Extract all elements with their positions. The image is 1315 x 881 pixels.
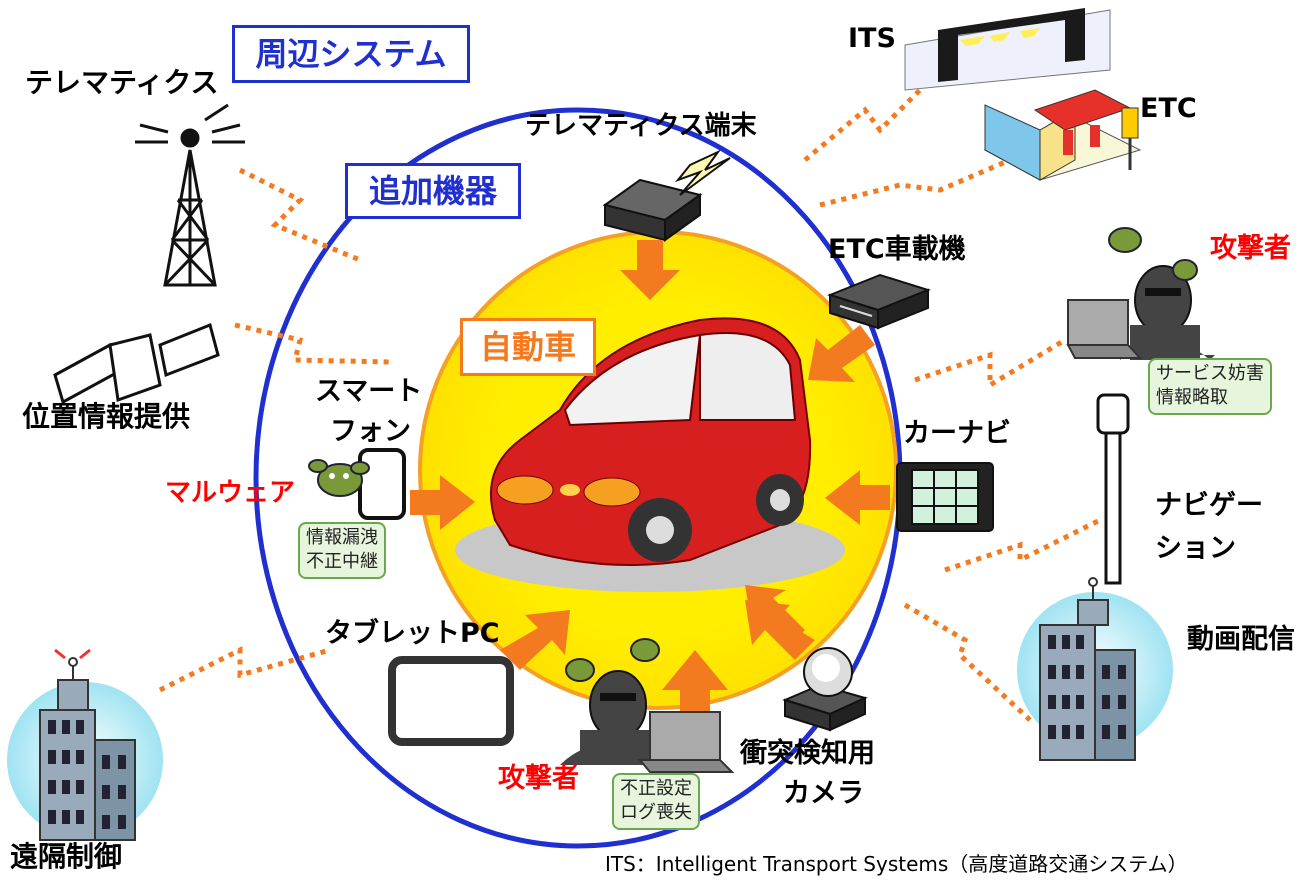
attacker-icon-bottom bbox=[560, 638, 735, 773]
label-smartphone-1: スマート bbox=[315, 376, 423, 407]
etc-device-icon bbox=[827, 273, 931, 330]
threat-note-line: サービス妨害 bbox=[1156, 363, 1264, 384]
label-navigation-1: ナビゲー bbox=[1155, 490, 1263, 521]
smartphone-icon bbox=[358, 448, 406, 520]
added-device-box: 追加機器 bbox=[345, 163, 521, 219]
camera-icon bbox=[782, 647, 868, 732]
label-collision-camera-1: 衝突検知用 bbox=[740, 738, 875, 769]
its-gate-icon bbox=[904, 8, 1111, 91]
threat-note-attacker-bottom: 不正設定 ログ喪失 bbox=[612, 773, 700, 830]
attacker-icon-right bbox=[1066, 227, 1215, 360]
label-attacker-bottom: 攻撃者 bbox=[498, 763, 579, 794]
arrows bbox=[410, 240, 890, 735]
building-icon-right bbox=[1017, 577, 1173, 761]
label-etc: ETC bbox=[1140, 93, 1197, 124]
label-car-navi: カーナビ bbox=[903, 418, 1011, 449]
threat-note-line: ログ喪失 bbox=[620, 802, 692, 824]
label-malware: マルウェア bbox=[165, 478, 296, 508]
threat-note-attacker-right: サービス妨害 情報略取 bbox=[1148, 358, 1272, 415]
gas-station-icon bbox=[983, 89, 1142, 181]
threat-note-line: 情報漏洩 bbox=[306, 527, 378, 548]
footnote: ITS：Intelligent Transport Systems（高度道路交通… bbox=[605, 852, 1188, 876]
navigation-pole-icon bbox=[1096, 393, 1130, 585]
label-remote-control: 遠隔制御 bbox=[10, 840, 123, 873]
car-navi-icon bbox=[896, 462, 994, 532]
arrow-from-smartphone bbox=[410, 475, 475, 530]
malware-icon bbox=[308, 459, 370, 497]
label-telematics: テレマティクス bbox=[25, 66, 219, 99]
label-tablet-pc: タブレットPC bbox=[325, 618, 500, 649]
threat-note-smartphone: 情報漏洩 不正中継 bbox=[298, 522, 386, 579]
label-etc-onboard: ETC車載機 bbox=[828, 234, 966, 265]
label-smartphone-2: フォン bbox=[330, 416, 411, 447]
antenna-tower-icon bbox=[135, 103, 245, 287]
label-its: ITS bbox=[848, 23, 896, 54]
threat-note-line: 不正中継 bbox=[306, 551, 378, 573]
tablet-icon bbox=[388, 656, 514, 746]
threat-note-line: 不正設定 bbox=[620, 778, 692, 799]
peripheral-system-box: 周辺システム bbox=[232, 25, 470, 83]
label-collision-camera-2: カメラ bbox=[783, 778, 864, 809]
satellite-icon bbox=[53, 322, 220, 405]
label-telematics-terminal: テレマティクス端末 bbox=[525, 111, 757, 141]
wireless-links bbox=[158, 63, 1102, 722]
telematics-terminal-icon bbox=[602, 149, 731, 242]
building-icon-left bbox=[7, 648, 163, 841]
label-navigation-2: ション bbox=[1155, 533, 1236, 564]
label-video-delivery: 動画配信 bbox=[1187, 624, 1295, 655]
car-label-box: 自動車 bbox=[460, 318, 596, 376]
threat-note-line: 情報略取 bbox=[1156, 387, 1228, 409]
label-attacker-right: 攻撃者 bbox=[1210, 233, 1291, 264]
label-position-service: 位置情報提供 bbox=[22, 400, 191, 433]
car-icon bbox=[455, 317, 845, 592]
